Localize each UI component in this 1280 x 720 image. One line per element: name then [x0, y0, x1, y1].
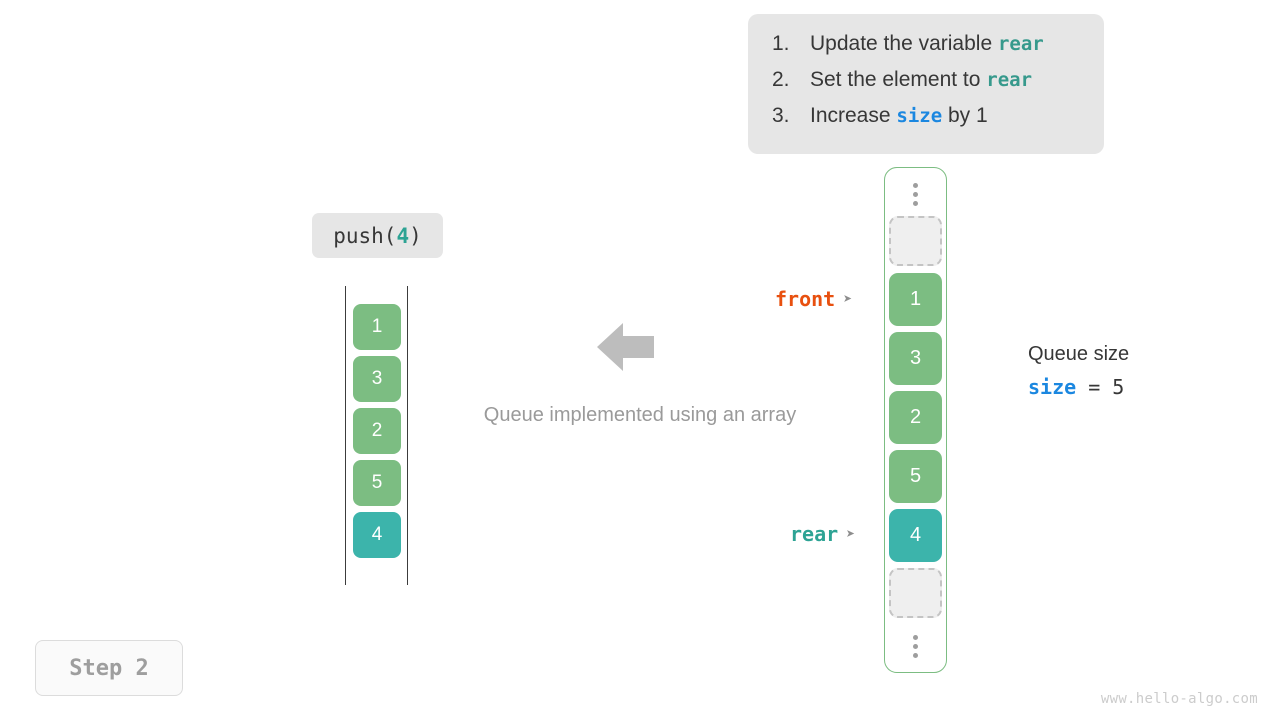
step-badge: Step 2: [35, 640, 183, 696]
queue-ellipsis-bottom-icon: [889, 626, 942, 666]
array-cell: 2: [353, 408, 401, 454]
pointer-arrow-icon: ➤: [843, 289, 853, 308]
array-cell: 1: [353, 304, 401, 350]
array-cell: 5: [353, 460, 401, 506]
size-variable-name: size: [1028, 375, 1077, 399]
instruction-text: Increase size by 1: [810, 104, 988, 127]
operation-close-paren: ): [409, 223, 422, 248]
array-bracket-right: [407, 286, 408, 585]
queue-slot-filled: 5: [889, 450, 942, 503]
operation-name: push(: [333, 223, 397, 248]
pointer-rear-label: rear: [790, 522, 839, 546]
queue-slot-filled: 1: [889, 273, 942, 326]
instruction-number: 2.: [772, 68, 790, 91]
instruction-item: 1. Update the variable rear: [748, 32, 1104, 68]
array-cell-new: 4: [353, 512, 401, 558]
instruction-callout: 1. Update the variable rear 2. Set the e…: [748, 14, 1104, 154]
operation-argument: 4: [396, 223, 410, 248]
code-token-rear: rear: [986, 69, 1033, 91]
queue-size-expression: size = 5: [1028, 375, 1129, 399]
size-operator: =: [1076, 375, 1113, 399]
code-token-rear: rear: [997, 33, 1044, 55]
queue-slot-filled-new: 4: [889, 509, 942, 562]
queue-slot-empty: [889, 568, 942, 618]
queue-size-readout: Queue size size = 5: [1028, 343, 1129, 399]
queue-visualization: 1 3 2 5 4: [884, 167, 947, 673]
instruction-item: 3. Increase size by 1: [748, 104, 1104, 140]
pointer-arrow-icon: ➤: [846, 524, 856, 543]
size-value: 5: [1112, 375, 1125, 399]
queue-slot-filled: 3: [889, 332, 942, 385]
pointer-rear: rear ➤: [790, 522, 855, 546]
arrow-left-icon: [597, 322, 654, 372]
queue-ellipsis-top-icon: [889, 174, 942, 214]
array-representation: 1 3 2 5 4: [345, 286, 409, 585]
pointer-front-label: front: [775, 287, 836, 311]
instruction-number: 1.: [772, 32, 790, 55]
instruction-text: Set the element to rear: [810, 68, 1033, 91]
instruction-item: 2. Set the element to rear: [748, 68, 1104, 104]
queue-size-title: Queue size: [1028, 343, 1130, 365]
watermark: www.hello-algo.com: [1100, 691, 1258, 707]
queue-slot-empty: [889, 216, 942, 266]
operation-label: push(4): [312, 213, 443, 258]
pointer-front: front ➤: [775, 287, 852, 311]
diagram-caption: Queue implemented using an array: [483, 404, 797, 426]
array-bracket-left: [345, 286, 346, 585]
array-cell: 3: [353, 356, 401, 402]
code-token-size: size: [896, 105, 943, 127]
array-cell-list: 1 3 2 5 4: [353, 304, 401, 564]
queue-slot-filled: 2: [889, 391, 942, 444]
instruction-number: 3.: [772, 104, 790, 127]
instruction-text: Update the variable rear: [810, 32, 1044, 55]
